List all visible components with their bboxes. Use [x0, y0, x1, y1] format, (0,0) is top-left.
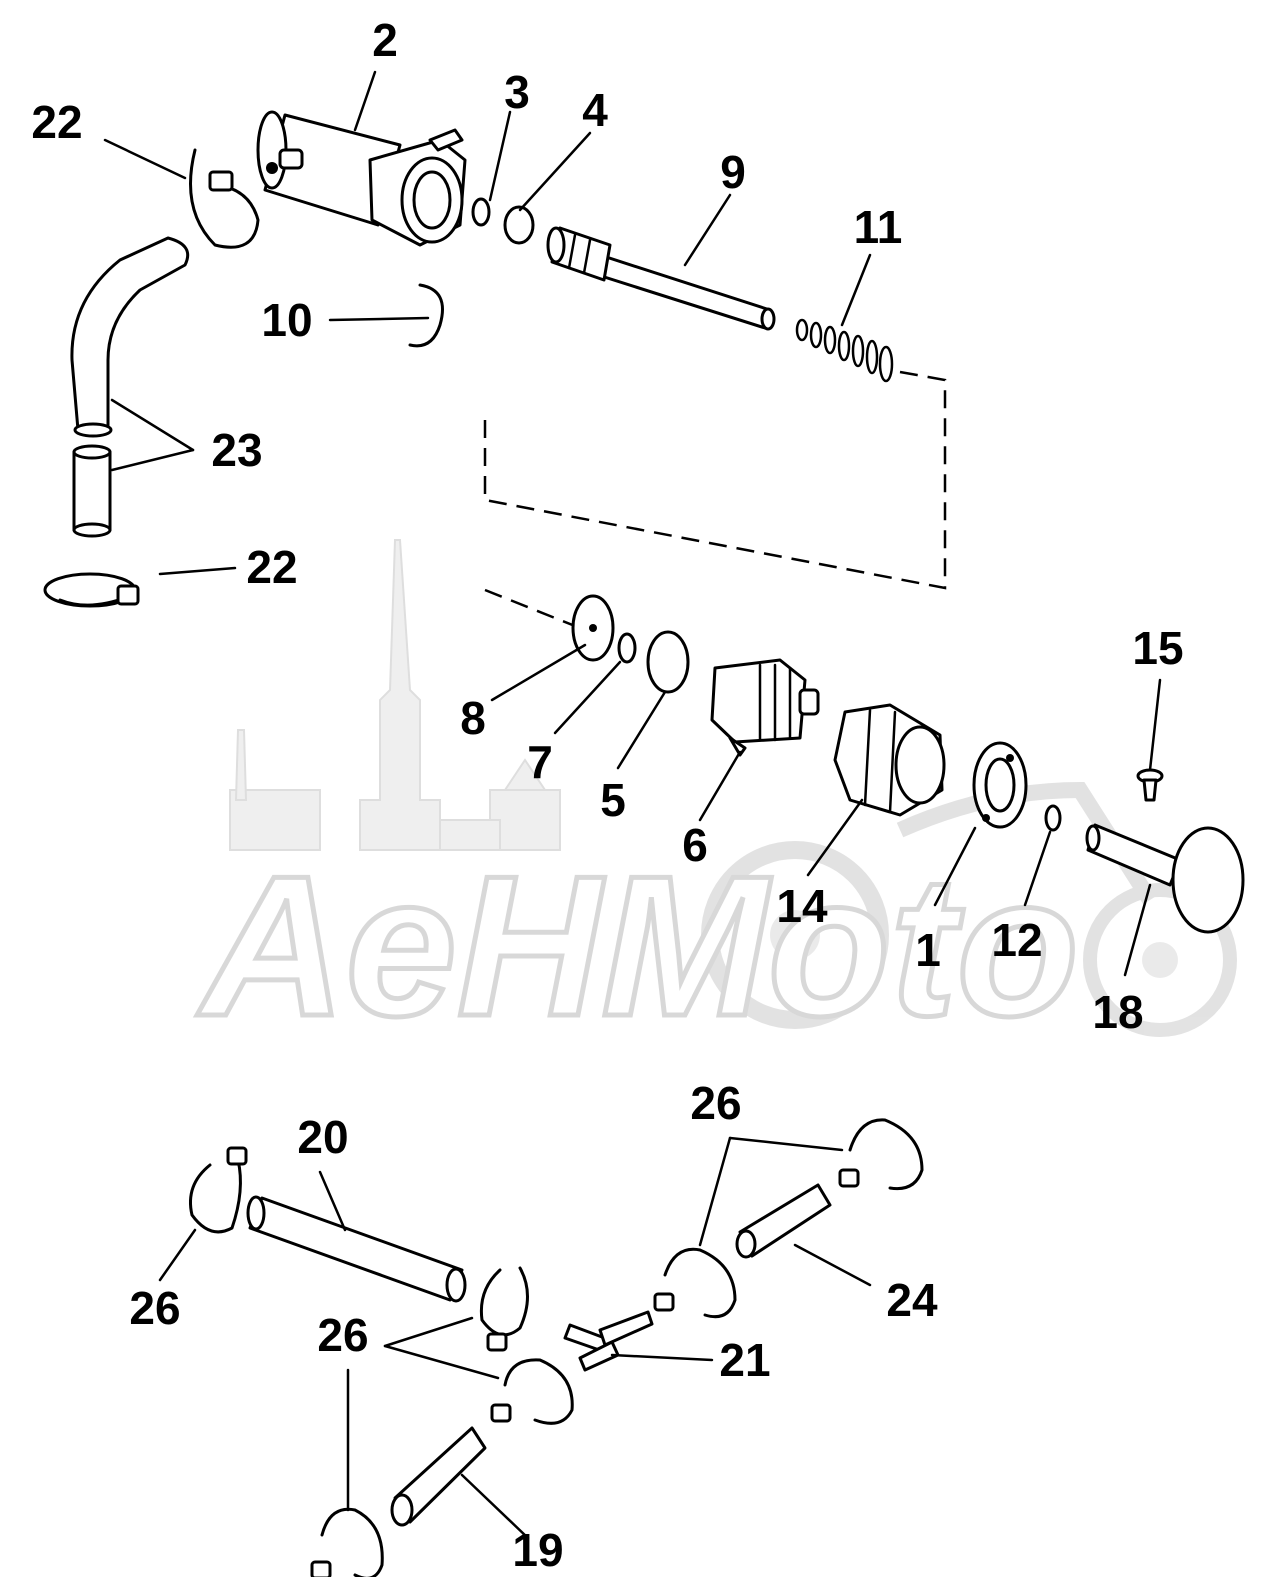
- callout-26-top-right: 26: [690, 1077, 741, 1129]
- clamp-26-right-lower-part: [653, 1247, 737, 1319]
- watermark-text: AeHMoto: [196, 835, 1079, 1058]
- callout-22-top: 22: [31, 96, 82, 148]
- callout-14: 14: [776, 880, 828, 932]
- clamp-26-left-part: [189, 1146, 248, 1234]
- callout-23: 23: [211, 424, 262, 476]
- callout-15: 15: [1132, 622, 1183, 674]
- hose-24-part: [735, 1183, 832, 1259]
- fitting-part: [833, 703, 946, 817]
- assembly-dashed-link: [484, 588, 581, 630]
- hose-19-part: [390, 1426, 487, 1527]
- callout-12: 12: [991, 914, 1042, 966]
- callout-19: 19: [512, 1524, 563, 1576]
- o-ring-12: [1044, 804, 1062, 832]
- o-ring-small: [471, 197, 491, 227]
- clamp-26-right-upper-part: [838, 1118, 924, 1191]
- clamp-26-mid-part: [479, 1266, 529, 1352]
- watermark-logo: AeHMoto: [194, 539, 1237, 1061]
- washer-part: [571, 594, 615, 662]
- retaining-clip-part: [408, 283, 444, 348]
- o-ring-7: [617, 632, 637, 664]
- valve-part: [710, 658, 820, 757]
- callout-3: 3: [504, 66, 530, 118]
- callout-21: 21: [719, 1334, 770, 1386]
- spring-part: [795, 318, 894, 383]
- plunger-part: [546, 226, 776, 331]
- assembly-dashed-outline: [483, 370, 947, 590]
- callout-18: 18: [1092, 986, 1143, 1038]
- callout-5: 5: [600, 774, 626, 826]
- leader-lines: [103, 70, 1162, 1540]
- callout-24: 24: [886, 1274, 938, 1326]
- primer-solenoid-part: [256, 110, 467, 247]
- screw-part: [1136, 768, 1164, 802]
- callout-1: 1: [915, 924, 941, 976]
- o-ring-5: [646, 630, 690, 694]
- primer-button-part: [1085, 823, 1245, 934]
- callout-11: 11: [854, 201, 903, 253]
- hose-clamp-top-part: [189, 148, 260, 249]
- hose-20-part: [246, 1195, 467, 1303]
- clamp-26-lower-part: [490, 1358, 574, 1425]
- callout-10: 10: [261, 294, 312, 346]
- callout-labels: 2 3 4 9 11 22 10 23 22 15 8 7 5 6 14 1 1…: [31, 14, 1183, 1576]
- o-ring: [503, 205, 535, 245]
- callout-6: 6: [682, 819, 708, 871]
- callout-8: 8: [460, 692, 486, 744]
- callout-26-middle: 26: [317, 1309, 368, 1361]
- callout-4: 4: [582, 84, 608, 136]
- clamp-26-bottom-part: [310, 1507, 384, 1577]
- primer-hose-part: [70, 236, 190, 538]
- callout-7: 7: [527, 736, 553, 788]
- city-skyline-icon: [229, 539, 561, 851]
- tee-connector-part: [563, 1310, 654, 1372]
- hose-clamp-bottom-part: [43, 572, 140, 608]
- callout-20: 20: [297, 1111, 348, 1163]
- callout-26-left: 26: [129, 1282, 180, 1334]
- callout-2: 2: [372, 14, 398, 66]
- callout-9: 9: [720, 146, 746, 198]
- retainer-part: [972, 741, 1028, 829]
- callout-22-bottom: 22: [246, 541, 297, 593]
